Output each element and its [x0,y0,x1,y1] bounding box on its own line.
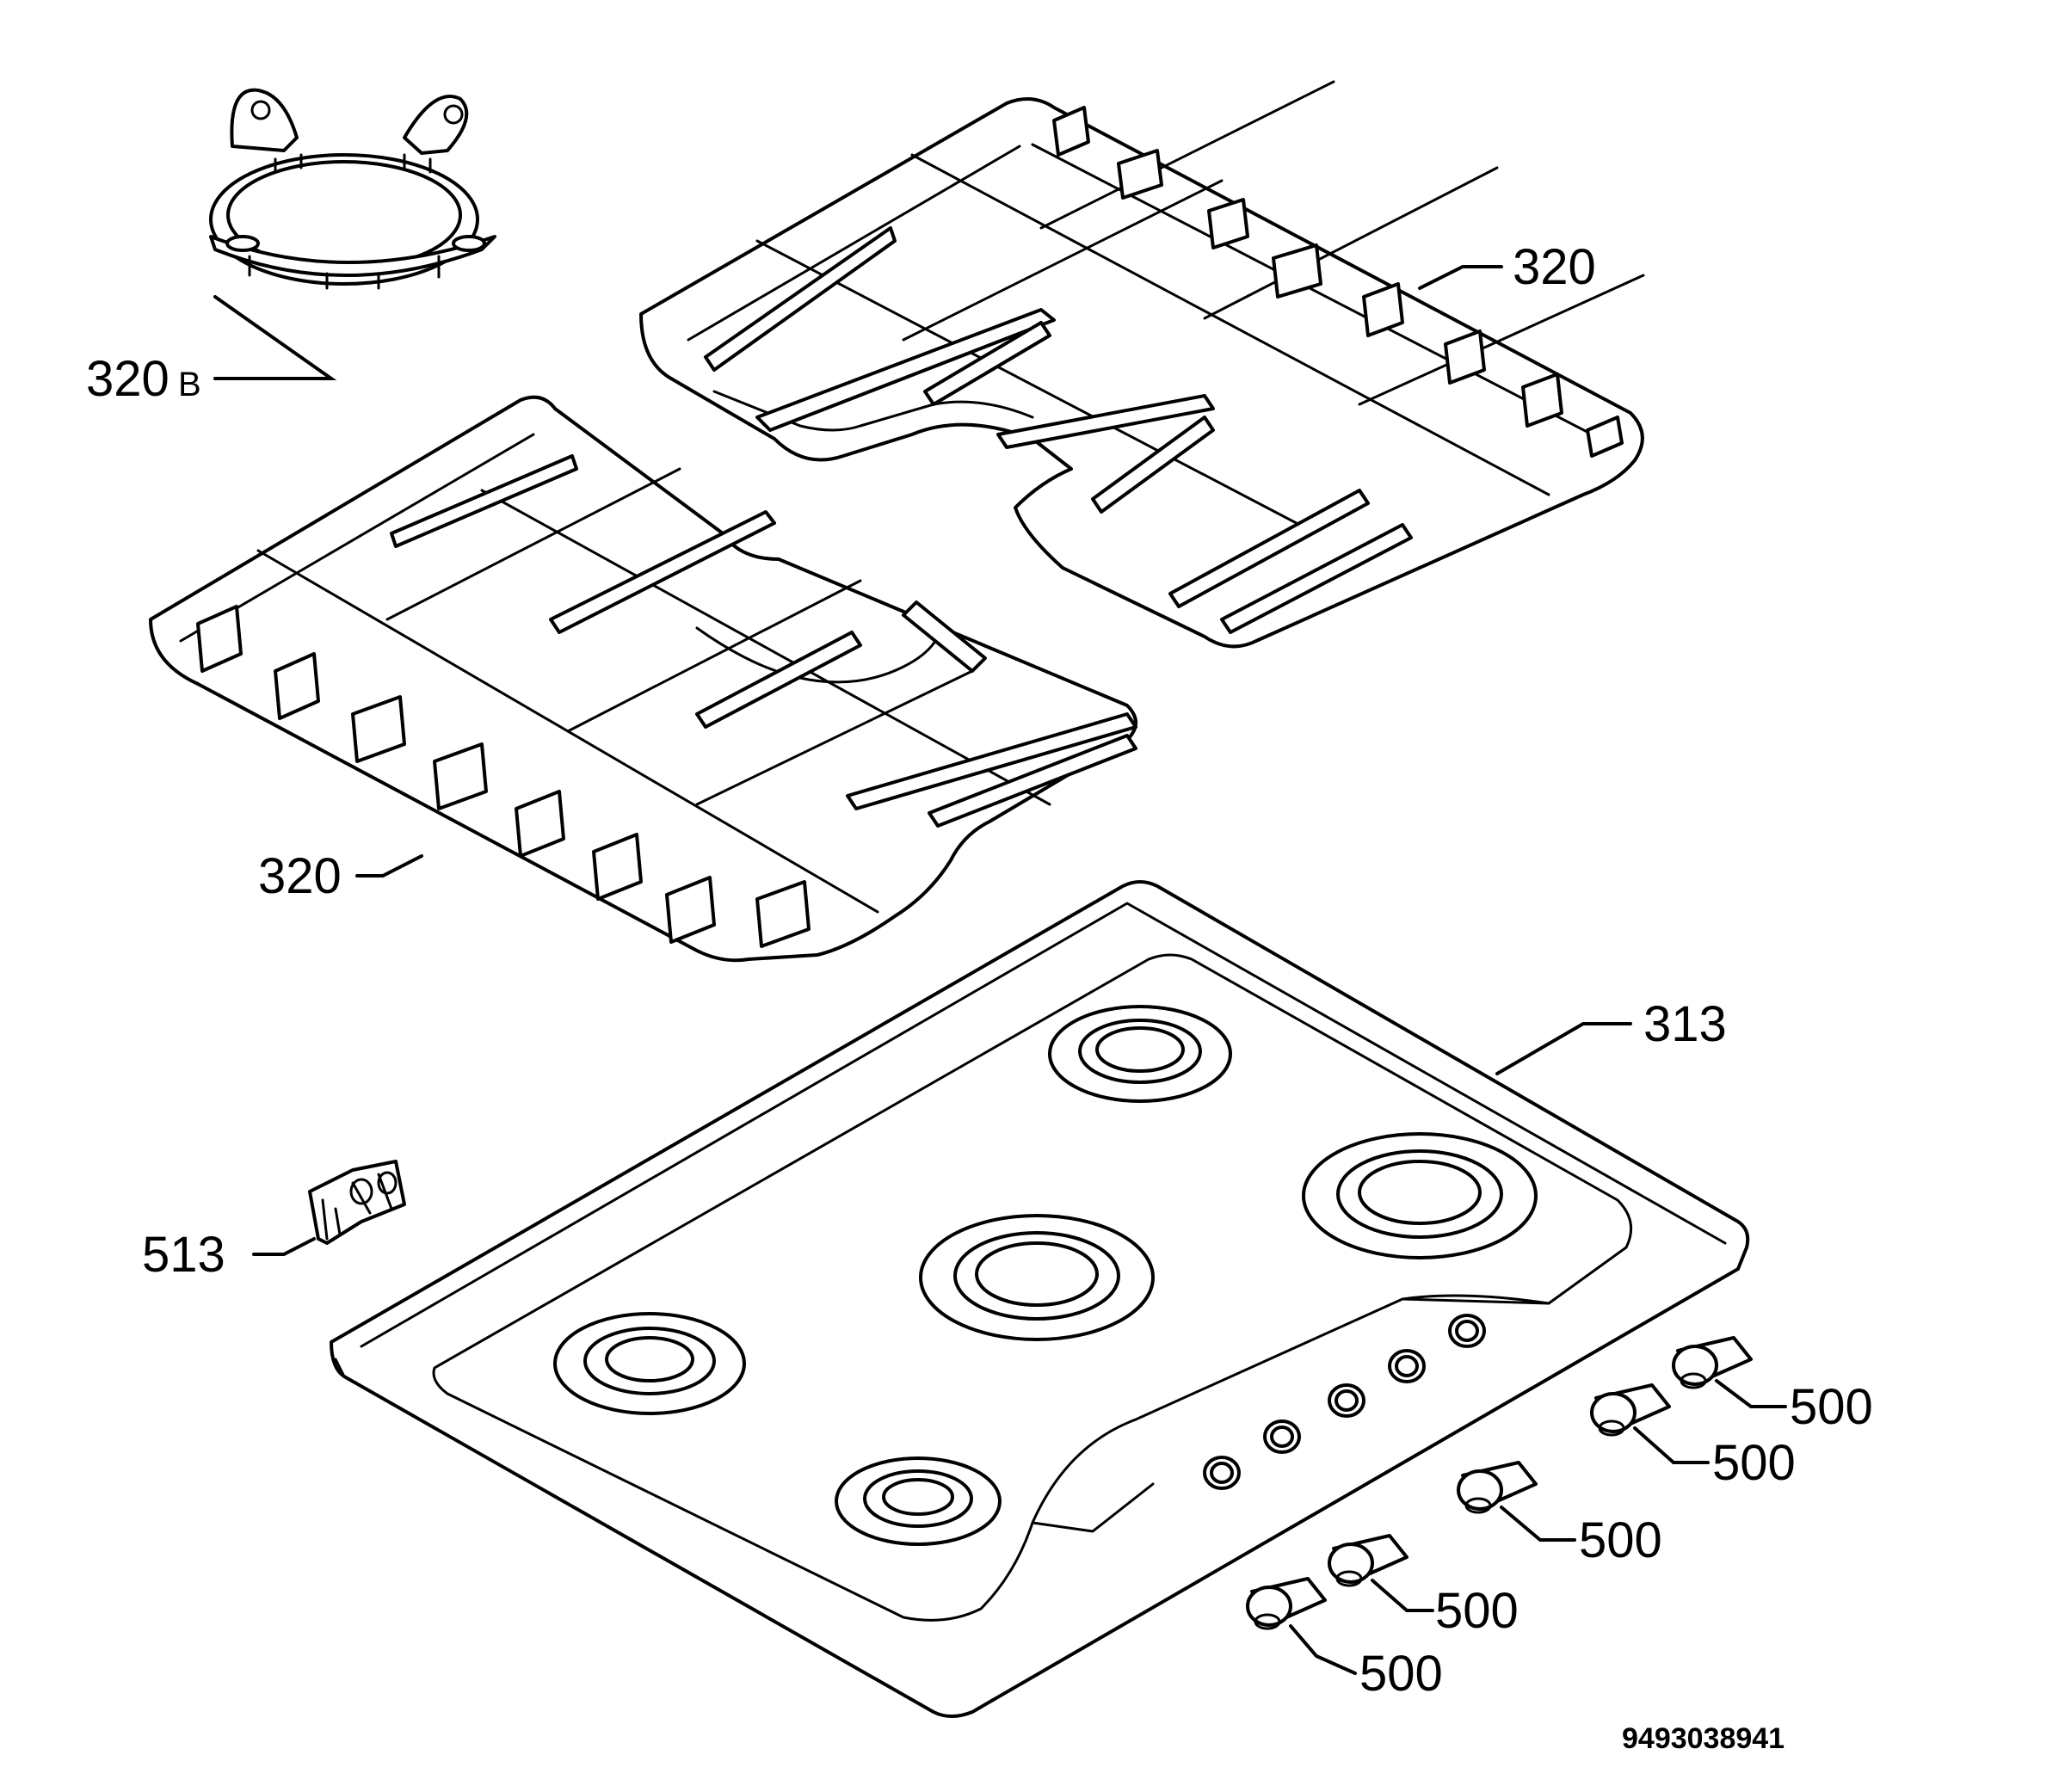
knob-part-4 [1328,1534,1409,1587]
pan-support-grid-left [149,395,1137,963]
grid-right-label: 320 [1513,239,1596,295]
burner-left [553,1312,746,1415]
hob-top-label: 313 [1643,996,1727,1052]
knob-3-leader [1500,1506,1576,1542]
knob-5-leader [1289,1624,1357,1675]
knob-4-label: 500 [1435,1583,1519,1639]
knob-2-label: 500 [1712,1435,1796,1491]
wok-ring-label: 320 [86,351,170,407]
knob-part-3 [1457,1461,1538,1514]
wok-ring-label-suffix: B [178,366,201,403]
knob-3-label: 500 [1579,1512,1662,1568]
knob-4-leader [1371,1579,1434,1612]
knob-part-2 [1590,1383,1671,1437]
grid-left-leader [355,854,423,878]
grid-left-label: 320 [258,848,342,904]
knob-part-5 [1246,1577,1327,1630]
hob-top-part [330,880,1750,1718]
document-id: 9493038941 [1622,1722,1785,1755]
knob-2-leader [1633,1426,1710,1464]
grid-right-leader [1418,265,1503,290]
burner-front [835,1456,1002,1546]
pan-support-grid-right [639,80,1645,649]
knob-5-label: 500 [1359,1646,1443,1702]
clip-label: 513 [142,1227,225,1283]
wok-ring-part [209,88,496,290]
knob-part-1 [1672,1336,1753,1389]
wok-ring-leader [213,295,337,380]
burner-rear [1048,1005,1232,1103]
burner-right [1302,1132,1538,1259]
knob-1-label: 500 [1790,1379,1873,1435]
burner-center [919,1214,1155,1341]
hob-top-leader [1495,1022,1632,1075]
knob-1-leader [1715,1379,1787,1408]
knob-holes [1203,1314,1486,1490]
clip-part [308,1160,406,1245]
clip-leader [252,1237,316,1256]
